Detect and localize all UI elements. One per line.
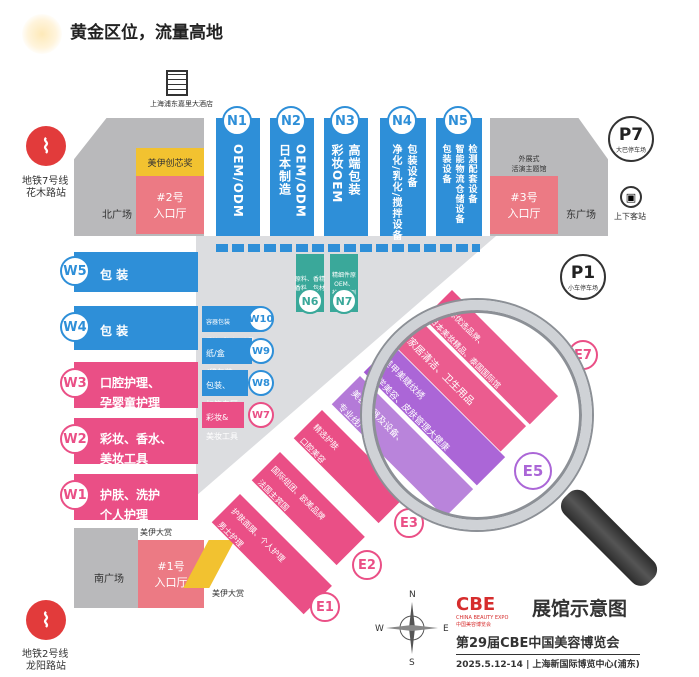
cbe-logo-sub: CHINA BEAUTY EXPO: [456, 615, 509, 621]
badge-w5[interactable]: W5: [60, 256, 90, 286]
p1-sub: 小车停车场: [567, 284, 598, 292]
parking-p7[interactable]: P7 大巴停车场: [608, 116, 654, 162]
hall-w5[interactable]: 包 装: [74, 252, 198, 292]
badge-n4[interactable]: N4: [387, 106, 417, 136]
badge-w7[interactable]: W7: [248, 402, 274, 428]
meiyi-award-bottom-label: 美伊大赏: [212, 589, 244, 598]
hall-n5[interactable]: 检测配套设备 智能物流仓储设备 包装设备: [436, 118, 482, 236]
compass-n: N: [409, 590, 416, 600]
outdoor-stage: 外展式 活演主题馆: [511, 155, 547, 173]
hotel-label: 上海浦东嘉里大酒店: [150, 100, 213, 108]
hall-w8[interactable]: 包装、 标签专区: [202, 370, 248, 409]
badge-n5[interactable]: N5: [443, 106, 473, 136]
compass-e: E: [443, 624, 449, 634]
south-corridor: [74, 528, 138, 608]
east-plaza-label: 东广场: [566, 210, 596, 221]
compass-s: S: [409, 658, 415, 668]
badge-n6[interactable]: N6: [297, 288, 323, 314]
metro-line-7-icon: ⌇: [26, 126, 66, 166]
hall-n4[interactable]: 包装设备 净化/乳化/搅拌设备: [380, 118, 426, 241]
entrance-hall-3[interactable]: #3号 入口厅: [490, 176, 558, 234]
parking-p1[interactable]: P1 小车停车场: [560, 254, 606, 300]
hall-n2[interactable]: OEM/ODM 日本制造: [270, 118, 314, 236]
hall-n1[interactable]: OEM/ODM: [216, 118, 260, 236]
title-glow: [22, 14, 62, 54]
magnifier-handle: [556, 484, 663, 591]
metro-top-line: 地铁7号线: [22, 176, 69, 187]
p1-label: P1: [570, 262, 596, 283]
page-title: 黄金区位，流量高地: [70, 23, 223, 43]
hall-w2[interactable]: 彩妆、香水、 美妆工具: [74, 418, 198, 466]
compass-w: W: [375, 624, 384, 634]
p7-label: P7: [618, 124, 644, 145]
hall-w9[interactable]: 纸/盒 /袋包装: [202, 338, 252, 377]
meiyi-creative-zone: 美伊创芯奖: [136, 148, 204, 176]
metro-line-2-icon: ⌇: [26, 600, 66, 640]
badge-w8[interactable]: W8: [248, 370, 274, 396]
badge-n3[interactable]: N3: [330, 106, 360, 136]
badge-e1[interactable]: E1: [310, 592, 340, 622]
north-plaza-label: 北广场: [102, 210, 132, 221]
metro-bottom-line: 地铁2号线: [22, 649, 69, 660]
badge-w3[interactable]: W3: [60, 368, 90, 398]
bus-stop-label: 上下客站: [614, 212, 646, 221]
bus-stop-icon: ▣: [620, 186, 642, 208]
map-title: 展馆示意图: [532, 598, 628, 620]
entrance-hall-2[interactable]: #2号 入口厅: [136, 176, 204, 234]
badge-n7[interactable]: N7: [331, 288, 357, 314]
badge-e2[interactable]: E2: [352, 550, 382, 580]
cbe-logo: CBE: [456, 594, 495, 615]
metro-top-station: 花木路站: [26, 188, 66, 199]
hotel-icon: [166, 70, 188, 96]
cbe-logo-cn: 中国美容博览会: [456, 622, 492, 628]
badge-w1[interactable]: W1: [60, 480, 90, 510]
hall-n3[interactable]: 高端包装 彩妆OEM: [324, 118, 368, 236]
hall-w7[interactable]: 彩妆& 美妆工具: [202, 402, 244, 441]
badge-n1[interactable]: N1: [222, 106, 252, 136]
meiyi-award-top-label: 美伊大赏: [140, 528, 172, 537]
booth-strip-north: [216, 244, 480, 252]
hall-w1[interactable]: 护肤、洗护 个人护理: [74, 474, 198, 522]
p7-sub: 大巴停车场: [615, 146, 646, 154]
event-date: 2025.5.12-14 | 上海新国际博览中心(浦东): [456, 654, 640, 670]
cbe-logo-text: CBE: [456, 594, 496, 615]
hall-w4[interactable]: 包 装: [74, 306, 198, 350]
badge-w2[interactable]: W2: [60, 424, 90, 454]
badge-w9[interactable]: W9: [248, 338, 274, 364]
badge-w10[interactable]: W10: [248, 306, 274, 332]
meiyi-creative-label: 美伊创芯奖: [147, 158, 193, 169]
hall-w3[interactable]: 口腔护理、 孕婴童护理: [74, 362, 198, 410]
event-name: 第29届CBE中国美容博览会: [456, 636, 620, 651]
metro-bottom-station: 龙阳路站: [26, 661, 66, 672]
badge-n2[interactable]: N2: [276, 106, 306, 136]
south-plaza-label: 南广场: [94, 574, 124, 585]
badge-w4[interactable]: W4: [60, 312, 90, 342]
compass-rose: [382, 598, 442, 658]
magnifier-lens: [362, 300, 592, 530]
